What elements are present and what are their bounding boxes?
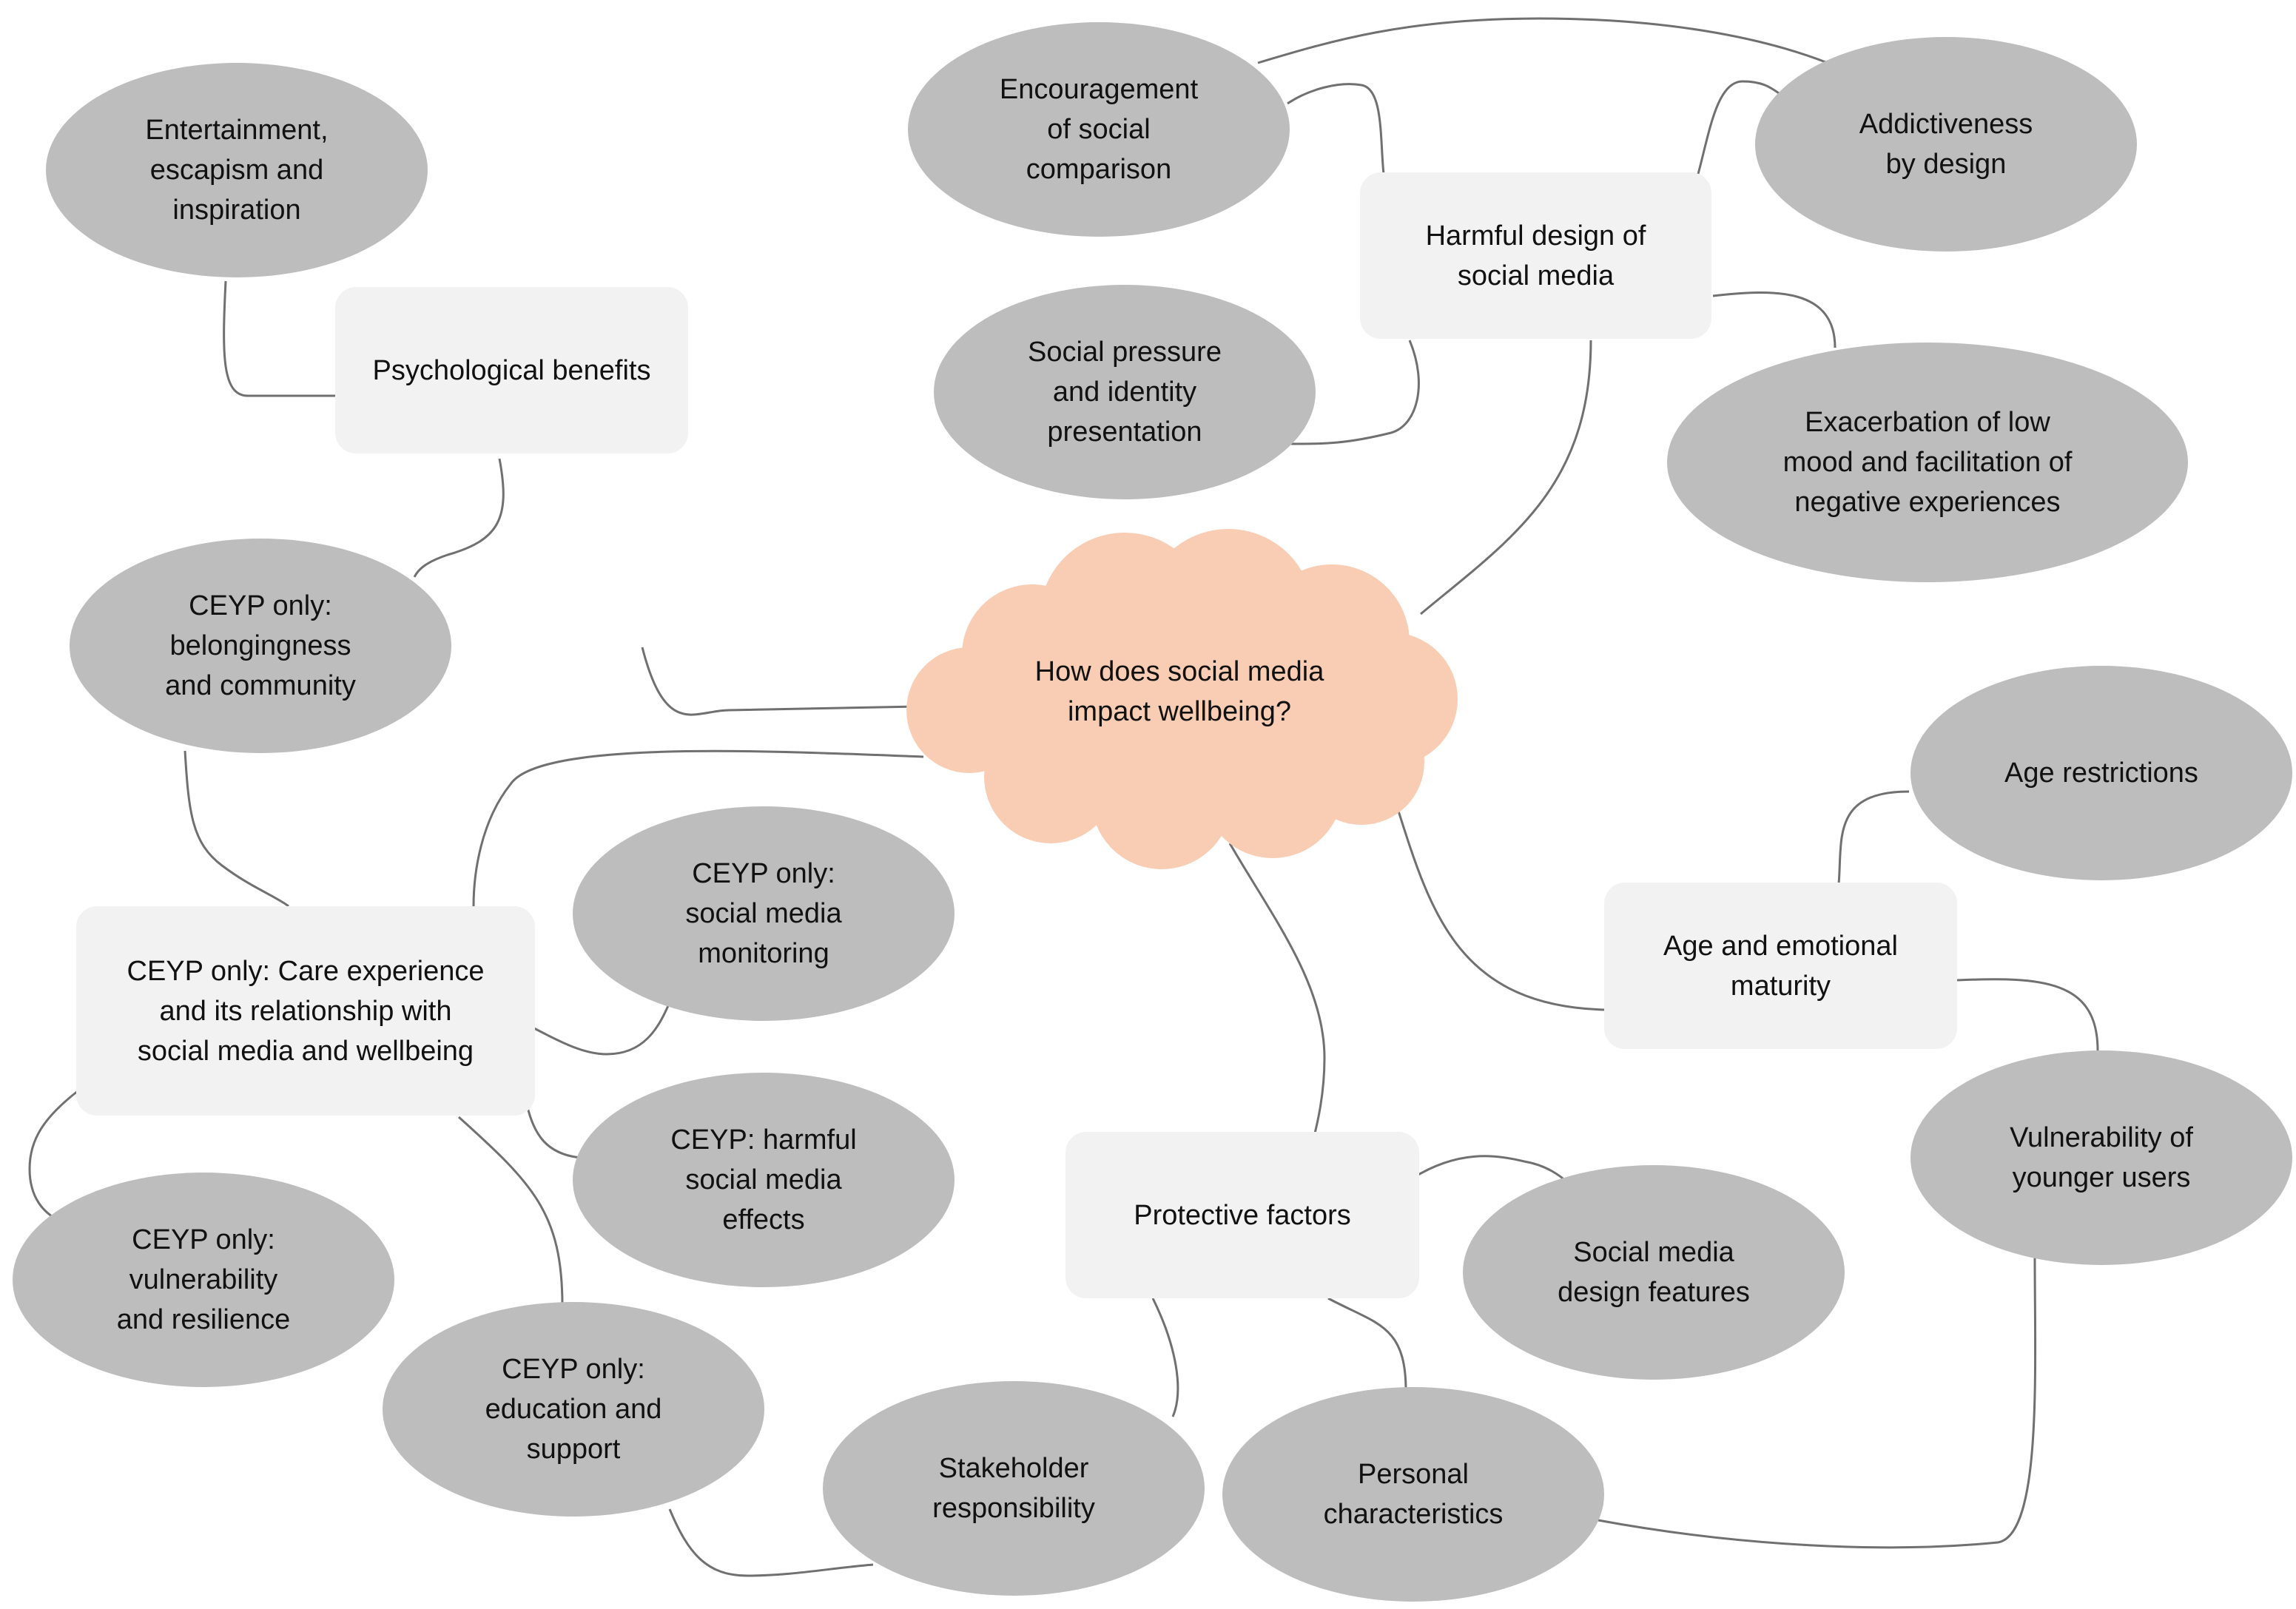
cloud-shape [906, 529, 1458, 869]
subtheme-stakeholder [823, 1381, 1205, 1596]
connector [1420, 340, 1592, 615]
theme-boxes [76, 172, 1957, 1298]
connector [457, 1116, 564, 1306]
subtheme-addictiveness [1755, 37, 2137, 252]
connector [1257, 17, 1828, 64]
connector [1413, 1155, 1570, 1185]
connectors [28, 17, 2099, 1577]
theme-box-age-maturity [1604, 883, 1957, 1049]
subtheme-social-pressure [934, 285, 1316, 499]
connector [223, 280, 337, 397]
theme-box-protective-factors [1065, 1132, 1419, 1298]
subtheme-education-support [383, 1302, 764, 1517]
subtheme-low-mood [1667, 343, 2188, 582]
subtheme-design-features [1463, 1165, 1845, 1380]
connector [1956, 978, 2099, 1051]
central-question-cloud [906, 529, 1458, 869]
connector [472, 749, 924, 907]
connector [413, 458, 505, 578]
subtheme-belongingness [70, 539, 451, 753]
subtheme-younger-users [1910, 1050, 2292, 1265]
theme-box-care-experience [76, 906, 535, 1116]
connector [1712, 291, 1837, 348]
connector [1151, 1298, 1179, 1417]
connector [1598, 1257, 2037, 1549]
subtheme-harmful-effects [573, 1073, 955, 1287]
subtheme-personal [1222, 1387, 1604, 1602]
connector [184, 750, 289, 908]
connector [1290, 340, 1420, 445]
connector [28, 1090, 78, 1222]
subtheme-ellipses [13, 22, 2292, 1602]
connector [641, 647, 918, 716]
subtheme-monitoring [573, 806, 955, 1021]
connector [1837, 790, 1910, 885]
theme-box-harmful-design [1360, 172, 1711, 339]
connector [1287, 83, 1385, 175]
theme-box-psychological-benefits [335, 287, 688, 453]
subtheme-entertainment [46, 63, 428, 277]
connector [533, 1002, 671, 1056]
connector [524, 1098, 582, 1159]
connector [1697, 80, 1784, 175]
connector [668, 1508, 874, 1577]
connector [1327, 1297, 1407, 1392]
connector [1390, 787, 1606, 1011]
subtheme-vulnerability-resilience [13, 1173, 394, 1387]
connector [1228, 843, 1326, 1140]
subtheme-social-comparison [908, 22, 1290, 237]
subtheme-age-restrictions [1910, 666, 2292, 880]
